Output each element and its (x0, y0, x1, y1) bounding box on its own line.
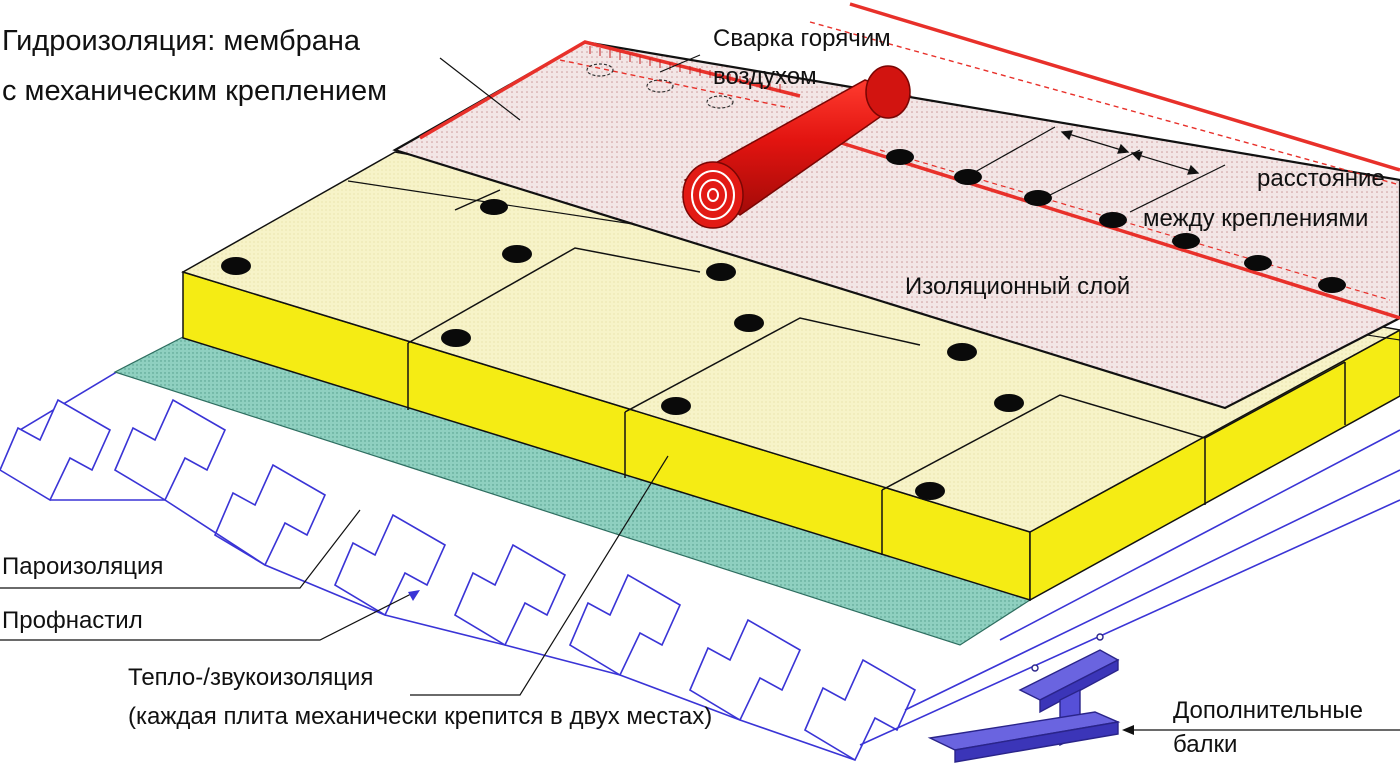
deck-rib (0, 398, 112, 502)
label-waterproofing-1: Гидроизоляция: мембрана (2, 25, 361, 57)
fastener (1244, 255, 1272, 271)
fastener (915, 482, 945, 500)
label-thermal-2: (каждая плита механически крепится в дву… (128, 703, 712, 730)
fastener (661, 397, 691, 415)
label-beams-2: балки (1173, 731, 1237, 758)
deck-rib (333, 513, 447, 617)
fastener (886, 149, 914, 165)
fasteners (221, 149, 1346, 500)
deck-rib (453, 543, 567, 647)
labels: Гидроизоляция: мембрана с механическим к… (2, 25, 1385, 758)
label-welding-1: Сварка горячим (713, 25, 891, 52)
label-beams-1: Дополнительные (1173, 697, 1363, 724)
profiled-deck (0, 369, 1400, 762)
label-welding-2: воздухом (713, 63, 817, 90)
waterproofing-membrane (392, 2, 1400, 410)
fastener (502, 245, 532, 263)
support-beam (927, 633, 1121, 763)
fastener (441, 329, 471, 347)
leader-arrow (1122, 725, 1134, 735)
leader-lines (0, 54, 1400, 731)
fastener (1024, 190, 1052, 206)
fastener (994, 394, 1024, 412)
fastener (1172, 233, 1200, 249)
label-thermal-1: Тепло-/звукоизоляция (128, 664, 373, 691)
label-waterproofing-2: с механическим креплением (2, 75, 387, 107)
fastener (221, 257, 251, 275)
deck-rib (113, 398, 227, 502)
fastener (706, 263, 736, 281)
fastener (947, 343, 977, 361)
label-distance-1: расстояние (1257, 165, 1385, 192)
fastener (954, 169, 982, 185)
label-insulation-layer: Изоляционный слой (905, 273, 1130, 300)
label-distance-2: между креплениями (1143, 205, 1368, 232)
fastener (1099, 212, 1127, 228)
label-profiled-sheet: Профнастил (2, 607, 143, 634)
fastener (1318, 277, 1346, 293)
deck-rib (213, 463, 327, 567)
fastener (480, 199, 508, 215)
deck-rib (568, 573, 682, 677)
distance-dimension (974, 126, 1226, 213)
label-vapor-barrier: Пароизоляция (2, 553, 163, 580)
fastener (734, 314, 764, 332)
membrane-roll (682, 65, 912, 229)
deck-rib (803, 658, 917, 762)
leader-arrow (408, 590, 420, 601)
deck-rib (688, 618, 802, 722)
